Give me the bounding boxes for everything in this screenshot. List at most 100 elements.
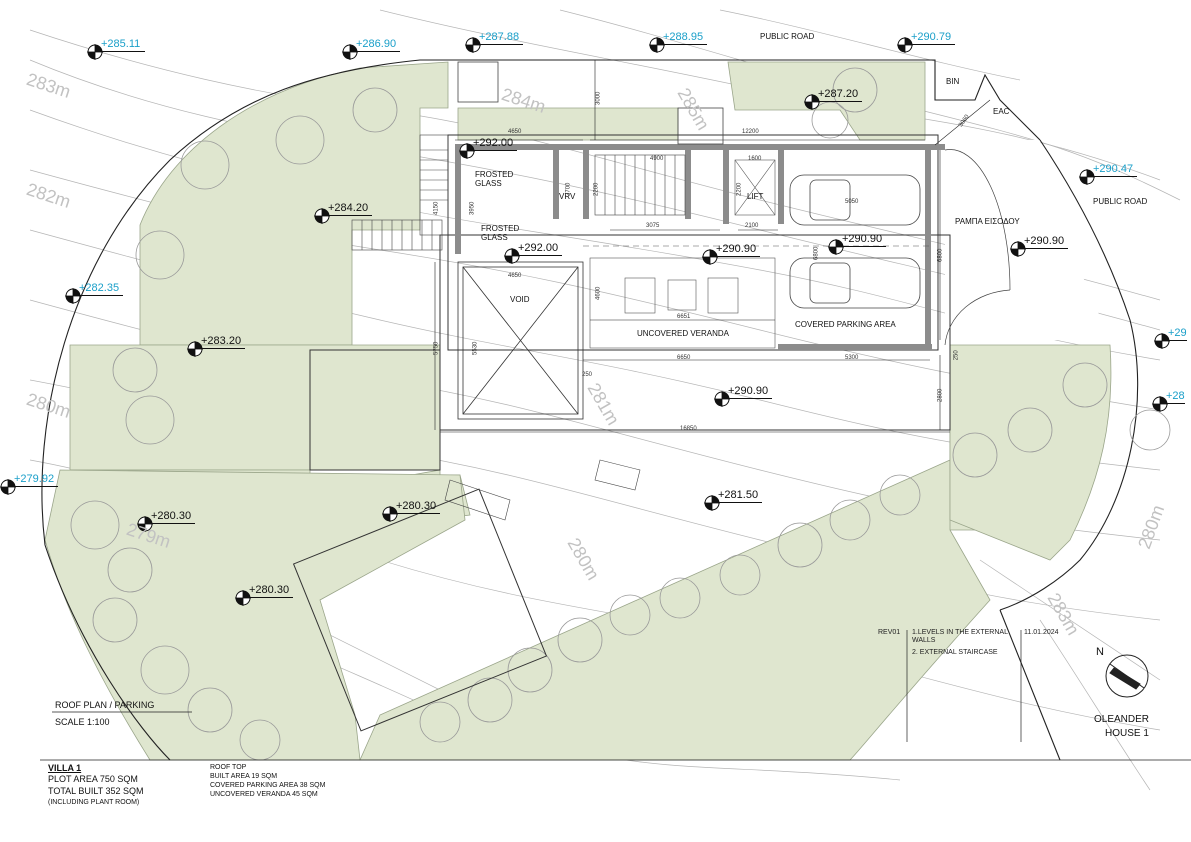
revision-date: 11.01.2024 — [1024, 629, 1059, 636]
level-leader-line — [479, 44, 524, 45]
level-value: +287.20 — [818, 88, 859, 100]
public-road-label-right: PUBLIC ROAD — [1093, 197, 1148, 206]
level-datum-icon — [649, 37, 665, 53]
level-value: +290.90 — [716, 243, 757, 255]
villa-built-note: (INCLUDING PLANT ROOM) — [48, 799, 140, 806]
level-datum-icon — [1154, 333, 1170, 349]
level-leader-line — [356, 51, 401, 52]
revision-item-1: 1.LEVELS IN THE EXTERNAL WALLS — [912, 629, 1008, 644]
level-datum-icon — [87, 44, 103, 60]
level-datum-icon — [235, 590, 251, 606]
roof-uncovered-veranda: UNCOVERED VERANDA 45 SQM — [210, 791, 318, 798]
level-value: +290.90 — [842, 233, 883, 245]
level-leader-line — [14, 486, 59, 487]
roof-title: ROOF TOP — [210, 764, 247, 771]
dimension-text: 250 — [582, 372, 593, 378]
frosted-glass-label-1: FROSTED GLASS — [475, 170, 514, 188]
dimension-text: 1600 — [748, 156, 762, 162]
dimension-text: 3075 — [646, 223, 660, 229]
level-value: +283.20 — [201, 335, 242, 347]
level-value: +279.92 — [14, 473, 55, 485]
void-label: VOID — [510, 295, 530, 304]
level-value: +292.00 — [518, 242, 559, 254]
level-value: +28 — [1166, 390, 1185, 402]
walls — [455, 144, 945, 350]
eac-label: EAC — [993, 107, 1010, 116]
level-value: +281.50 — [718, 489, 759, 501]
staircases — [351, 134, 686, 521]
building-outline — [292, 134, 951, 732]
dimension-text: 12200 — [742, 129, 759, 135]
level-leader-line — [818, 101, 863, 102]
level-leader-line — [201, 348, 246, 349]
north-label: N — [1096, 646, 1104, 658]
level-value: +280.30 — [151, 510, 192, 522]
north-arrow — [1105, 654, 1149, 698]
dimension-text: 6800 — [813, 246, 820, 260]
level-datum-icon — [702, 249, 718, 265]
level-value: +284.20 — [328, 202, 369, 214]
dimension-text: 4600 — [595, 286, 602, 300]
dimension-text: 6651 — [677, 314, 691, 320]
level-datum-icon — [342, 44, 358, 60]
level-value: +288.95 — [663, 31, 704, 43]
drawing-title: ROOF PLAN / PARKING — [55, 700, 155, 710]
dimension-text: 4150 — [433, 201, 440, 215]
villa-plot-area: PLOT AREA 750 SQM — [48, 774, 138, 784]
dimension-text: 4650 — [508, 129, 522, 135]
level-datum-icon — [65, 288, 81, 304]
roof-built-area: BUILT AREA 19 SQM — [210, 773, 278, 780]
level-leader-line — [663, 44, 708, 45]
level-value: +280.30 — [396, 500, 437, 512]
level-leader-line — [249, 597, 294, 598]
dimension-text: 5530 — [472, 341, 479, 355]
dimension-text: 4650 — [508, 273, 522, 279]
uncovered-veranda-label: UNCOVERED VERANDA — [637, 329, 730, 338]
lift-label: LIFT — [747, 192, 764, 201]
covered-parking-label: COVERED PARKING AREA — [795, 320, 896, 329]
entrance-ramp-label: ΡΑΜΠΑ ΕΙΣΟΔΟΥ — [955, 217, 1020, 226]
dimension-text: 2200 — [736, 182, 743, 196]
villa-name: VILLA 1 — [48, 763, 82, 773]
level-leader-line — [1166, 403, 1185, 404]
level-datum-icon — [897, 37, 913, 53]
level-leader-line — [151, 523, 196, 524]
dimension-text: 6650 — [677, 355, 691, 361]
level-leader-line — [718, 502, 763, 503]
level-leader-line — [911, 44, 956, 45]
level-leader-line — [79, 295, 124, 296]
roof-covered-parking: COVERED PARKING AREA 38 SQM — [210, 782, 326, 789]
trees — [70, 67, 1171, 761]
bin-label: BIN — [946, 77, 960, 86]
level-datum-icon — [828, 239, 844, 255]
level-datum-icon — [804, 94, 820, 110]
level-leader-line — [101, 51, 146, 52]
level-value: +290.47 — [1093, 163, 1134, 175]
villa-total-built: TOTAL BUILT 352 SQM — [48, 786, 144, 796]
dimension-text: 3950 — [469, 201, 476, 215]
dimension-text: 5050 — [845, 199, 859, 205]
level-datum-icon — [459, 143, 475, 159]
vrv-label: VRV — [559, 192, 576, 201]
project-name-line-2: HOUSE 1 — [1105, 728, 1149, 739]
dimension-lines — [434, 60, 991, 433]
dimension-text: 6800 — [937, 248, 944, 262]
level-datum-icon — [187, 341, 203, 357]
level-datum-icon — [465, 37, 481, 53]
void-area — [457, 261, 584, 420]
dimension-text: 2100 — [745, 223, 759, 229]
level-datum-icon — [504, 248, 520, 264]
level-leader-line — [473, 150, 518, 151]
level-value: +286.90 — [356, 38, 397, 50]
level-leader-line — [396, 513, 441, 514]
drawing-scale: SCALE 1:100 — [55, 717, 110, 727]
level-datum-icon — [0, 479, 16, 495]
level-datum-icon — [314, 208, 330, 224]
ramp-arc — [944, 149, 1011, 346]
level-datum-icon — [704, 495, 720, 511]
dimension-text: 2700 — [565, 182, 572, 196]
level-value: +290.90 — [728, 385, 769, 397]
level-datum-icon — [1152, 396, 1168, 412]
level-leader-line — [1093, 176, 1138, 177]
